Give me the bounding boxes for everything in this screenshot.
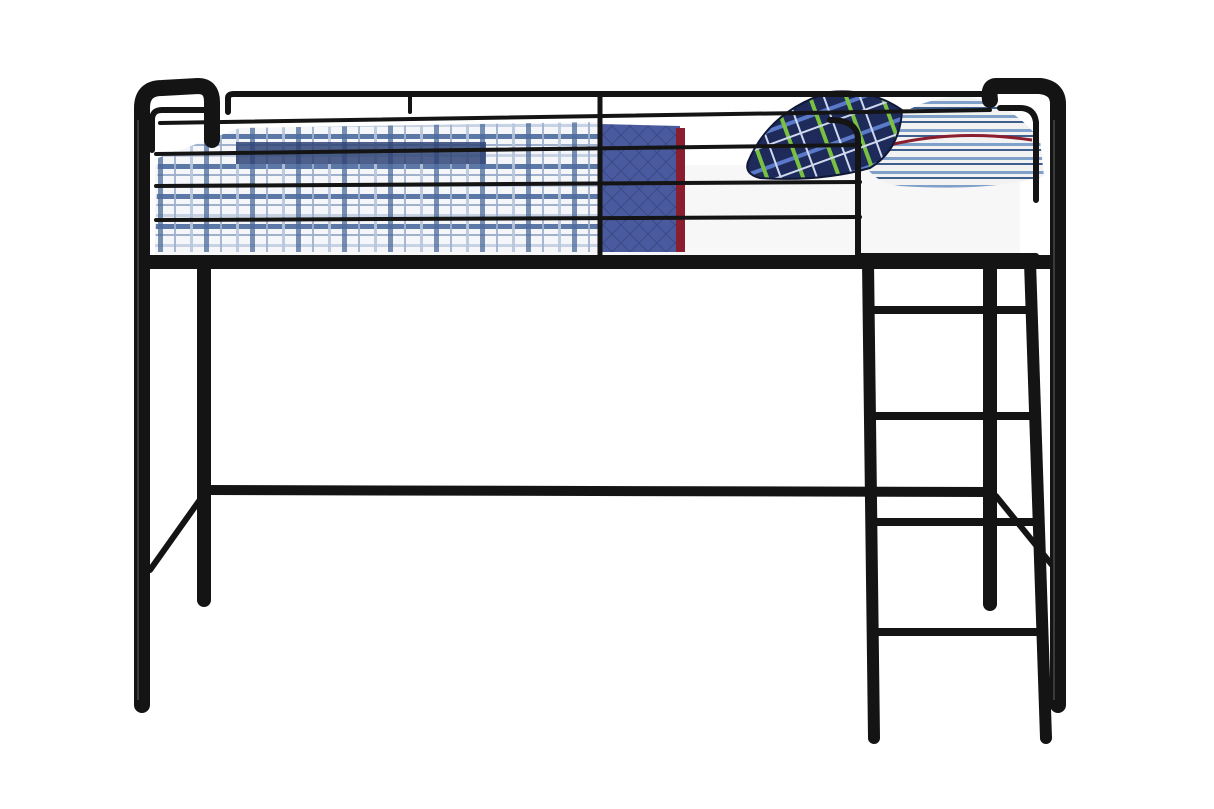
right-inner-loop [997, 105, 1039, 203]
guard-rail-end [827, 117, 861, 261]
guard-rail-2 [158, 108, 992, 125]
quilt-red-band [676, 128, 685, 252]
striped-pillow [860, 96, 1044, 188]
blue-quilt [600, 124, 682, 252]
guard-rail-3 [154, 143, 862, 156]
lower-stretcher [199, 485, 995, 497]
left-inner-loop [149, 107, 209, 153]
guard-rail-4 [154, 180, 862, 188]
ladder-left-rail [862, 256, 880, 744]
bed-frame [134, 78, 1066, 713]
guard-rail-5 [154, 215, 862, 222]
guard-rail-top [225, 91, 993, 115]
ladder-right-rail [1024, 256, 1052, 744]
striped-pillow-red-line [877, 134, 1033, 150]
left-headboard-post [134, 78, 220, 713]
frame-highlights [137, 120, 1055, 700]
ladder [862, 256, 1052, 744]
left-side-brace [147, 491, 207, 573]
